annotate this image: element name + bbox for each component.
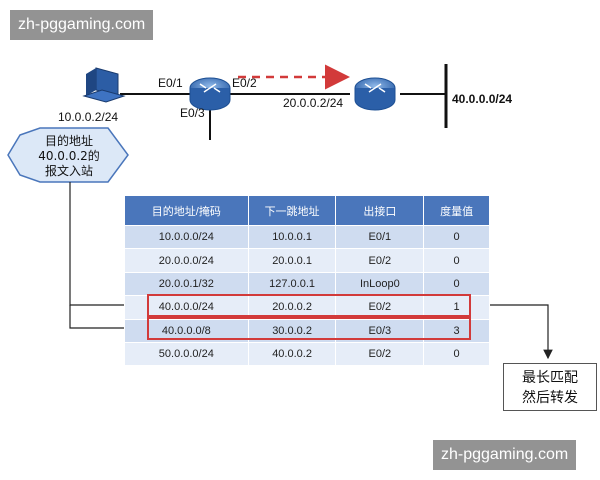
table-row: 20.0.0.1/32 127.0.0.1 InLoop0 0 bbox=[124, 271, 490, 297]
highlight-row-40-24 bbox=[147, 294, 471, 317]
cell-destination: 50.0.0.0/24 bbox=[124, 341, 249, 367]
routing-table-header: 目的地址/掩码 下一跳地址 出接口 度量值 bbox=[124, 195, 490, 226]
host-pc-icon bbox=[82, 67, 126, 103]
cell-interface: InLoop0 bbox=[335, 271, 425, 297]
router2-icon bbox=[354, 77, 396, 111]
cell-destination: 20.0.0.1/32 bbox=[124, 271, 249, 297]
packet-box-text: 目的地址 40.0.0.2的 报文入站 bbox=[14, 134, 124, 179]
cell-interface: E0/1 bbox=[335, 224, 425, 250]
watermark-bottom: zh-pggaming.com bbox=[433, 440, 577, 470]
cell-metric: 0 bbox=[423, 271, 490, 297]
table-row: 10.0.0.0/24 10.0.0.1 E0/1 0 bbox=[124, 224, 490, 250]
col-destination: 目的地址/掩码 bbox=[124, 195, 249, 226]
highlight-row-40-8 bbox=[147, 317, 471, 340]
cell-next-hop: 10.0.0.1 bbox=[247, 224, 337, 250]
cell-destination: 20.0.0.0/24 bbox=[124, 248, 249, 273]
packet-line-1: 目的地址 bbox=[44, 134, 93, 148]
col-metric: 度量值 bbox=[423, 195, 490, 226]
cell-destination: 10.0.0.0/24 bbox=[124, 224, 249, 250]
cell-interface: E0/2 bbox=[335, 341, 425, 367]
router1-icon bbox=[189, 77, 231, 111]
cell-metric: 0 bbox=[423, 341, 490, 367]
packet-line-3: 报文入站 bbox=[44, 164, 93, 178]
packet-line-2: 40.0.0.2的 bbox=[38, 149, 100, 163]
host-ip-label: 10.0.0.2/24 bbox=[58, 110, 119, 124]
cell-metric: 0 bbox=[423, 224, 490, 250]
routing-table: 目的地址/掩码 下一跳地址 出接口 度量值 10.0.0.0/24 10.0.0… bbox=[124, 195, 490, 367]
table-row-highlighted: 40.0.0.0/8 30.0.0.2 E0/3 3 bbox=[124, 318, 490, 343]
connector-to-row-40-8 bbox=[69, 305, 149, 333]
cell-metric: 0 bbox=[423, 248, 490, 273]
port-e02-label: E0/2 bbox=[232, 76, 257, 90]
packet-box-shape bbox=[7, 127, 129, 183]
result-line-1: 最长匹配 bbox=[522, 370, 578, 386]
cell-next-hop: 20.0.0.1 bbox=[247, 248, 337, 273]
connector-to-result bbox=[470, 304, 553, 360]
result-box: 最长匹配 然后转发 bbox=[503, 363, 597, 411]
table-row: 50.0.0.0/24 40.0.0.2 E0/2 0 bbox=[124, 341, 490, 367]
cell-destination: 40.0.0.0/8 bbox=[124, 318, 249, 343]
cell-interface: E0/2 bbox=[335, 248, 425, 273]
cell-next-hop: 40.0.0.2 bbox=[247, 341, 337, 367]
port-e01-label: E0/1 bbox=[158, 76, 183, 90]
col-interface: 出接口 bbox=[335, 195, 425, 226]
destination-network-label: 40.0.0.0/24 bbox=[452, 92, 513, 106]
link-ip-label: 20.0.0.2/24 bbox=[283, 96, 344, 110]
table-row: 20.0.0.0/24 20.0.0.1 E0/2 0 bbox=[124, 248, 490, 273]
port-e03-label: E0/3 bbox=[180, 106, 205, 120]
cell-next-hop: 127.0.0.1 bbox=[247, 271, 337, 297]
result-line-2: 然后转发 bbox=[522, 390, 578, 406]
col-next-hop: 下一跳地址 bbox=[247, 195, 337, 226]
watermark-top: zh-pggaming.com bbox=[10, 10, 154, 40]
